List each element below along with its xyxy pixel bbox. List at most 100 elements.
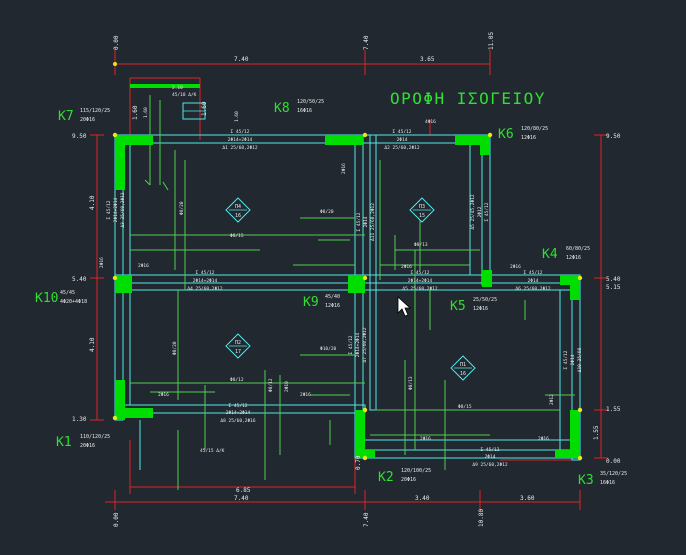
svg-text:Σ 45/12: Σ 45/12: [196, 270, 215, 276]
svg-text:Φ8/13: Φ8/13: [414, 242, 428, 248]
column-k6[interactable]: [455, 135, 490, 145]
columns[interactable]: [115, 84, 580, 458]
svg-text:Π3: Π3: [419, 204, 425, 210]
svg-text:2Φ16: 2Φ16: [138, 263, 149, 269]
svg-text:1.30: 1.30: [72, 416, 87, 423]
slab-marker-p2[interactable]: Π2 17: [225, 333, 251, 359]
svg-text:Φ8/20: Φ8/20: [320, 209, 334, 215]
dimension-text: 0.00 7.40 11.05 7.40 3.65 7.40 3.40 3.60…: [72, 32, 621, 527]
column-k4-leg[interactable]: [570, 275, 580, 300]
beam-label-vert-top: Σ 45/12 2Φ14 Δ11 25/60,2Φ12: [356, 203, 376, 241]
svg-text:1.55: 1.55: [606, 406, 621, 413]
svg-text:45/45: 45/45: [60, 290, 75, 296]
mouse-cursor-icon: [397, 296, 412, 317]
svg-text:45/40: 45/40: [325, 294, 340, 300]
column-k5[interactable]: [482, 270, 492, 287]
svg-text:9.50: 9.50: [606, 133, 621, 140]
svg-text:35/120/25: 35/120/25: [600, 471, 627, 477]
column-label-k6: Κ6 120/80/25 12Φ16: [498, 126, 548, 142]
column-k2-leg[interactable]: [355, 450, 375, 458]
svg-text:11.05: 11.05: [488, 32, 495, 50]
svg-text:Φ8/15: Φ8/15: [458, 404, 472, 410]
rebar-lines: [130, 95, 575, 490]
column-label-k9: Κ9 45/40 12Φ16: [303, 294, 340, 310]
svg-text:7.40: 7.40: [363, 35, 370, 50]
beam-labels: Σ 45/12 2Φ14+2Φ14 Δ1 25/60,2Φ12 Σ 45/12 …: [106, 129, 583, 468]
svg-text:Κ5: Κ5: [450, 299, 466, 314]
column-k9[interactable]: [348, 275, 365, 293]
column-label-k1: Κ1 110/120/25 20Φ16: [56, 434, 110, 450]
slab-marker-p3[interactable]: Π3 15: [409, 197, 435, 223]
svg-text:1.55: 1.55: [593, 425, 600, 440]
slab-marker-p4[interactable]: Π4 16: [225, 197, 251, 223]
svg-text:Φ10/20: Φ10/20: [320, 346, 337, 352]
small-labels: 2Φ16 2Φ16 4Φ16 2Φ16 2Φ16 2Φ16 2Φ16 2Φ16 …: [99, 119, 555, 442]
svg-text:5.15: 5.15: [606, 284, 621, 291]
svg-text:Κ6: Κ6: [498, 127, 514, 142]
slab-marker-p1[interactable]: Π1 16: [450, 355, 476, 381]
column-k8[interactable]: [325, 135, 363, 145]
svg-text:Κ2: Κ2: [378, 470, 394, 485]
svg-text:Φ8/20: Φ8/20: [179, 201, 185, 215]
svg-text:7.40: 7.40: [363, 512, 370, 527]
svg-text:2Φ16: 2Φ16: [420, 436, 431, 442]
svg-text:2Φ14: 2Φ14: [570, 354, 576, 365]
svg-text:2Φ14: 2Φ14: [485, 454, 496, 460]
svg-text:Δ9 25/60,2Φ12: Δ9 25/60,2Φ12: [472, 462, 508, 468]
slab-markers[interactable]: Π4 16 Π3 15 Π2 17 Π1 16: [225, 197, 476, 381]
svg-text:7.40: 7.40: [234, 495, 249, 502]
beam-label-vert-right-2: Σ 45/12 2Φ14 Δ10 25/60: [563, 348, 583, 373]
column-k2[interactable]: [355, 410, 365, 458]
dimension-lines: [90, 50, 608, 510]
column-label-k8: Κ8 120/50/25 16Φ16: [274, 99, 324, 116]
column-k3-leg[interactable]: [555, 450, 580, 458]
svg-text:Φ8/12: Φ8/12: [268, 378, 274, 392]
column-k10[interactable]: [115, 275, 132, 293]
svg-text:20Φ16: 20Φ16: [401, 477, 416, 483]
svg-text:4.10: 4.10: [89, 195, 96, 210]
svg-text:Σ 45/12: Σ 45/12: [393, 129, 412, 135]
svg-text:2Φ14+2Φ14: 2Φ14+2Φ14: [355, 333, 361, 358]
beam-label-vert-left: Σ 45/12 2Φ14+2Φ14 Δ3 25/60,2Φ12: [106, 192, 126, 228]
svg-text:Κ9: Κ9: [303, 295, 319, 310]
column-k1-leg[interactable]: [115, 408, 153, 418]
svg-text:2Φ14: 2Φ14: [397, 137, 408, 143]
svg-text:60/80/25: 60/80/25: [566, 246, 590, 252]
svg-text:12Φ16: 12Φ16: [566, 255, 581, 261]
svg-text:9.50: 9.50: [72, 133, 87, 140]
svg-text:3.65: 3.65: [420, 56, 435, 63]
svg-text:20Φ16: 20Φ16: [80, 117, 95, 123]
svg-text:0.00: 0.00: [113, 35, 120, 50]
drawing-title: ΟΡΟΦΗ ΙΣΟΓΕΙΟΥ: [390, 89, 546, 108]
svg-text:2Φ16: 2Φ16: [99, 257, 105, 268]
section-marker[interactable]: [182, 102, 206, 120]
svg-text:Δ11 25/60,2Φ12: Δ11 25/60,2Φ12: [370, 203, 376, 241]
svg-text:2Φ10: 2Φ10: [284, 381, 290, 392]
svg-text:2Φ16: 2Φ16: [300, 392, 311, 398]
column-k7[interactable]: [115, 135, 153, 145]
svg-text:2Φ12: 2Φ12: [549, 394, 555, 405]
svg-text:2Φ16: 2Φ16: [158, 392, 169, 398]
svg-text:Σ 45/12: Σ 45/12: [481, 447, 500, 453]
svg-text:2Φ14+2Φ14: 2Φ14+2Φ14: [226, 410, 251, 416]
column-k6-leg[interactable]: [480, 135, 490, 155]
svg-text:Σ 45/12: Σ 45/12: [356, 212, 362, 231]
svg-text:1.60: 1.60: [234, 111, 240, 122]
svg-text:20Φ16: 20Φ16: [80, 443, 95, 449]
wall-k7-top[interactable]: [130, 84, 200, 88]
svg-text:3.40: 3.40: [415, 495, 430, 502]
svg-text:5.40: 5.40: [72, 276, 87, 283]
svg-text:6.85: 6.85: [236, 487, 251, 494]
svg-text:Σ 45/12: Σ 45/12: [563, 350, 569, 369]
svg-text:12Φ16: 12Φ16: [473, 306, 488, 312]
column-k3[interactable]: [570, 410, 580, 458]
column-labels: Κ7 115/120/25 20Φ16 Κ8 120/50/25 16Φ16 Κ…: [35, 99, 627, 488]
svg-text:12Φ16: 12Φ16: [521, 135, 536, 141]
svg-text:Κ10: Κ10: [35, 291, 58, 306]
svg-text:2Φ14: 2Φ14: [363, 216, 369, 227]
column-k7-leg[interactable]: [115, 135, 125, 190]
column-k1[interactable]: [115, 380, 125, 420]
column-label-k7: Κ7 115/120/25 20Φ16: [58, 108, 110, 124]
